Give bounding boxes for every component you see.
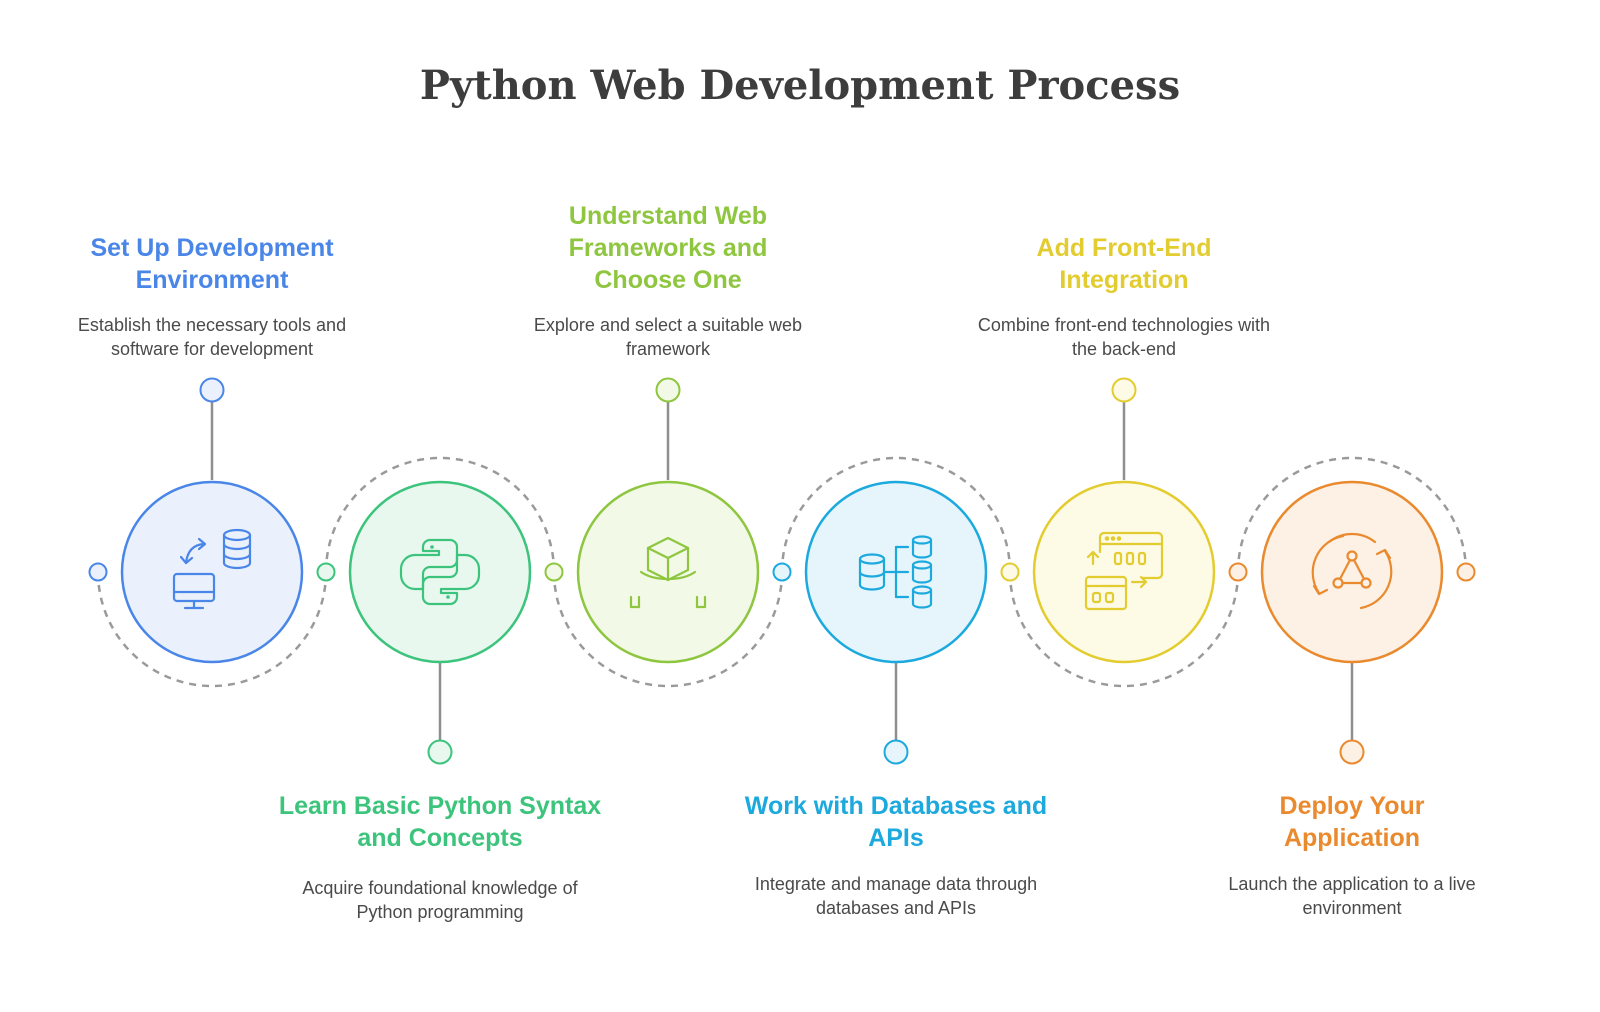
dashed-connectors [96,456,1468,688]
step-3-pin [655,377,681,403]
cube-icon [629,536,707,609]
step-4-node [804,480,988,765]
dashed-connector-5 [1008,571,1240,688]
step-6-node [1260,480,1444,765]
junction-dots [88,562,1476,582]
step-6-title: Deploy Your Application [1279,792,1425,852]
junction-dot-6 [1228,562,1248,582]
browser-windows-icon [1084,531,1164,611]
step-5-pin [1111,377,1137,403]
step-3-title: Understand Web Frameworks and Choose One [568,202,768,294]
step-1-description: Establish the necessary tools and softwa… [77,315,347,359]
junction-dot-7 [1456,562,1476,582]
step-4-description: Integrate and manage data through databa… [754,874,1038,918]
step-5-circle [1032,480,1216,664]
step-2-node [348,480,532,765]
dashed-connector-2 [324,456,556,573]
step-2-title: Learn Basic Python Syntax and Concepts [278,792,602,852]
step-2-circle [348,480,532,664]
step-6-circle [1260,480,1444,664]
dashed-connector-1 [96,571,328,688]
step-1-circle [120,480,304,664]
step-5-description: Combine front-end technologies with the … [977,315,1271,359]
step-1-title: Set Up Development Environment [90,234,334,294]
step-3-node [576,377,760,664]
step-1-node [120,377,304,664]
step-4-pin [883,739,909,765]
step-6-pin [1339,739,1365,765]
step-2-pin [427,739,453,765]
python-logo-icon [399,538,481,606]
dashed-connector-6 [1236,456,1468,573]
step-5-title: Add Front-End Integration [1036,234,1212,294]
deploy-cycle-icon [1311,532,1393,610]
dashed-connector-3 [552,571,784,688]
step-5-node [1032,377,1216,664]
database-network-icon [858,535,933,609]
dashed-connector-4 [780,456,1012,573]
computer-database-sync-icon [172,528,252,610]
junction-dot-3 [544,562,564,582]
step-1-pin [199,377,225,403]
step-3-description: Explore and select a suitable web framew… [533,315,803,359]
junction-dot-5 [1000,562,1020,582]
page-title: Python Web Development Process [419,62,1181,109]
junction-dot-1 [88,562,108,582]
step-2-description: Acquire foundational knowledge of Python… [302,878,578,922]
step-6-description: Launch the application to a live environ… [1228,874,1476,918]
junction-dot-2 [316,562,336,582]
junction-dot-4 [772,562,792,582]
step-4-title: Work with Databases and APIs [744,792,1048,852]
